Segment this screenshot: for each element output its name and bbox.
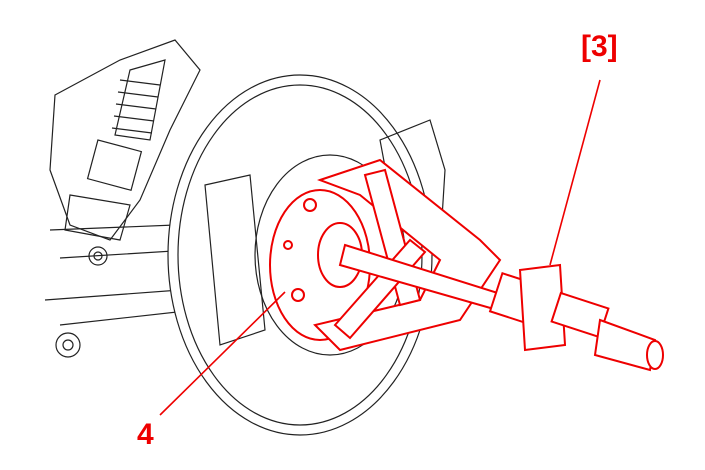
leader-line-4 bbox=[159, 291, 286, 416]
leader-line-3 bbox=[549, 79, 601, 266]
puller-tool bbox=[313, 158, 664, 372]
callout-tool-3: [3] bbox=[581, 30, 618, 63]
strut-boot bbox=[111, 79, 161, 134]
callout-hub-4: 4 bbox=[137, 418, 154, 451]
